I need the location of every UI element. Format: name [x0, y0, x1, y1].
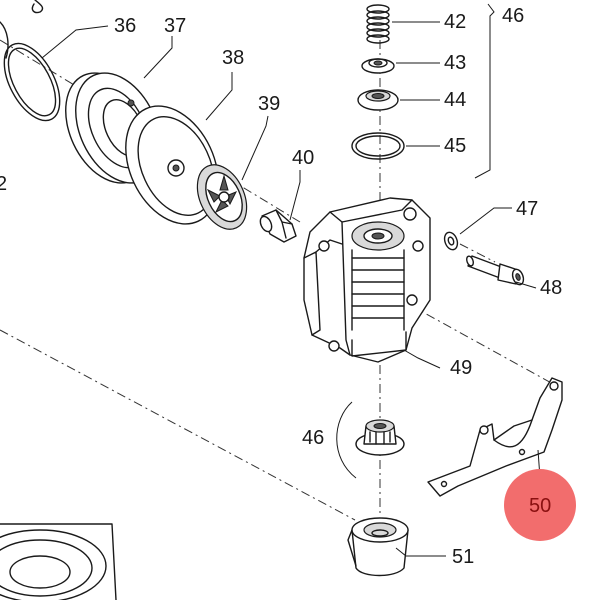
part-45-o-ring — [351, 132, 405, 160]
part-51-cap — [347, 517, 409, 577]
callout-47: 47 — [516, 198, 538, 220]
diagonal-axis-left — [0, 329, 356, 521]
part-46-lower-bracket — [336, 401, 357, 479]
part-49-pump-body — [303, 197, 431, 363]
callout-46-lower: 46 — [302, 427, 324, 449]
callout-49: 49 — [450, 357, 472, 379]
callout-51: 51 — [452, 546, 474, 568]
bolt-axis — [459, 243, 496, 263]
callout-50: 50 — [529, 495, 551, 517]
callout-46-upper: 46 — [502, 5, 524, 27]
part-44-valve-ring — [357, 89, 399, 111]
callout-48: 48 — [540, 277, 562, 299]
part-48-bolt — [466, 255, 525, 286]
part-36-o-ring — [3, 42, 61, 122]
part-top-left-partial — [0, 0, 44, 59]
callout-45: 45 — [444, 135, 466, 157]
callout-43: 43 — [444, 52, 466, 74]
callout-38: 38 — [222, 47, 244, 69]
part-50-bracket — [427, 377, 563, 497]
leader-lines — [41, 21, 541, 557]
callout-39: 39 — [258, 93, 280, 115]
callout-labels: 36 37 38 39 40 42 43 44 45 46 47 48 49 4… — [0, 5, 562, 568]
callout-37: 37 — [164, 15, 186, 37]
part-43-seat — [361, 58, 395, 74]
callout-50-highlight — [504, 469, 576, 541]
part-38-diaphragm — [125, 105, 219, 225]
part-46-check-valve — [355, 419, 405, 456]
part-39-piston-plate — [196, 164, 248, 230]
inset-bottom-left — [0, 523, 117, 600]
callout-40: 40 — [292, 147, 314, 169]
callout-2-partial: 2 — [0, 173, 7, 195]
part-47-washer — [443, 231, 459, 251]
part-40-fitting — [259, 209, 297, 243]
part-42-spring — [366, 4, 390, 44]
diagonal-axis-right — [409, 304, 556, 386]
part-46-group-bracket — [474, 3, 495, 179]
callout-36: 36 — [114, 15, 136, 37]
callout-42: 42 — [444, 11, 466, 33]
callout-44: 44 — [444, 89, 466, 111]
